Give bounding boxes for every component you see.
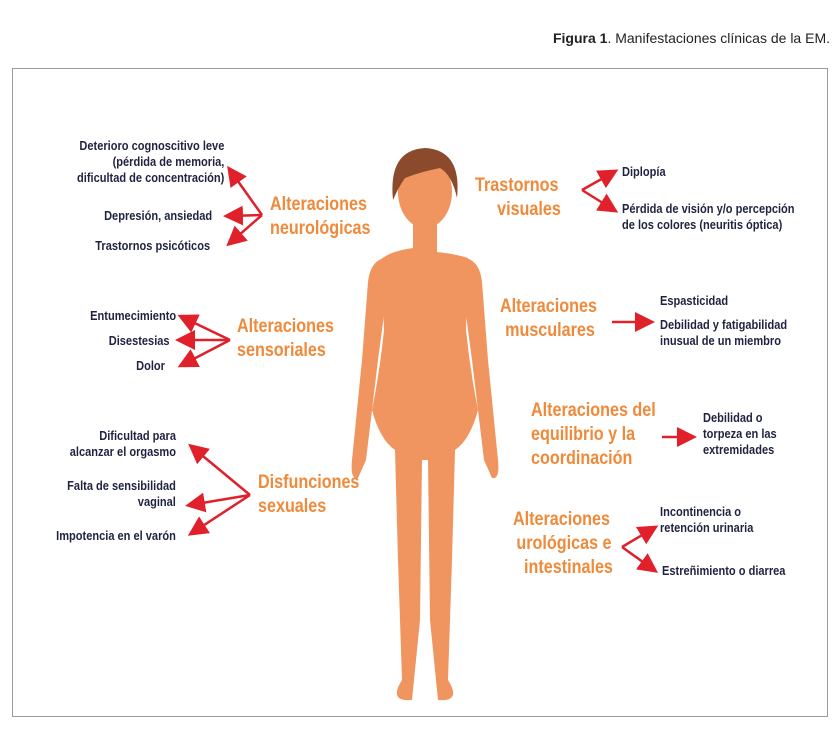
arrows <box>175 165 697 573</box>
item-impotencia: Impotencia en el varón <box>56 528 176 543</box>
caption-text: . Manifestaciones clínicas de la EM. <box>607 30 830 46</box>
item-disestesias: Disestesias <box>109 333 170 348</box>
item-estrenimiento: Estreñimiento o diarrea <box>662 563 786 578</box>
item-psicoticos: Trastornos psicóticos <box>95 238 210 253</box>
item-depresion: Depresión, ansiedad <box>103 208 212 223</box>
caption-label: Figura 1 <box>552 30 608 46</box>
figure-frame <box>12 68 828 717</box>
hair <box>392 148 458 200</box>
body-figure <box>351 156 499 701</box>
item-diplopia: Diplopía <box>622 164 666 179</box>
item-entumecimiento: Entumecimiento <box>90 308 176 323</box>
item-dolor: Dolor <box>136 358 165 373</box>
item-deterioro: Deterioro cognoscitivo leve(pérdida de m… <box>76 138 224 185</box>
figure-caption: Figura 1. Manifestaciones clínicas de la… <box>553 30 830 46</box>
item-espasticidad: Espasticidad <box>660 293 729 308</box>
